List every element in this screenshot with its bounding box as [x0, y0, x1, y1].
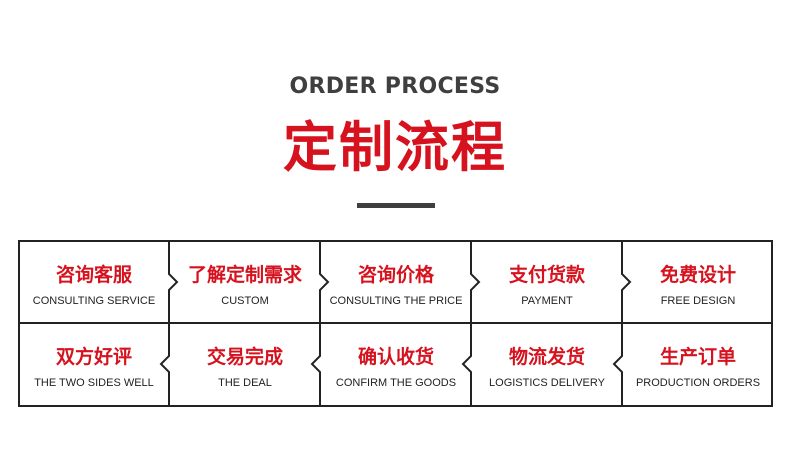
step-3-title: 咨询价格: [357, 264, 434, 286]
step-4-title: 支付货款: [508, 264, 585, 286]
step-9-title: 交易完成: [206, 346, 283, 368]
step-2-title: 了解定制需求: [187, 264, 302, 286]
step-4-subtitle: PAYMENT: [521, 295, 573, 307]
step-3-subtitle: CONSULTING THE PRICE: [329, 295, 463, 307]
step-3-cell: 咨询价格 CONSULTING THE PRICE: [321, 241, 471, 323]
title-divider: [357, 203, 435, 208]
step-2-cell: 了解定制需求 CUSTOM: [170, 241, 320, 323]
step-8-subtitle: CONFIRM THE GOODS: [335, 377, 457, 389]
step-8-title: 确认收货: [357, 346, 434, 368]
step-7-title: 物流发货: [508, 346, 585, 368]
step-6-title: 生产订单: [659, 346, 736, 368]
process-grid: 咨询客服 CONSULTING SERVICE 了解定制需求 CUSTOM 咨询…: [18, 240, 773, 407]
step-7-subtitle: LOGISTICS DELIVERY: [489, 377, 605, 389]
step-5-cell: 免费设计 FREE DESIGN: [623, 241, 773, 323]
step-1-cell: 咨询客服 CONSULTING SERVICE: [19, 241, 169, 323]
step-10-cell: 双方好评 THE TWO SIDES WELL: [19, 323, 169, 405]
grid-lines: [18, 240, 773, 407]
page-title: 定制流程: [283, 116, 507, 179]
step-9-cell: 交易完成 THE DEAL: [170, 323, 320, 405]
step-7-cell: 物流发货 LOGISTICS DELIVERY: [472, 323, 622, 405]
step-2-subtitle: CUSTOM: [221, 295, 269, 307]
step-5-subtitle: FREE DESIGN: [660, 295, 736, 307]
section-subtitle: ORDER PROCESS: [289, 74, 501, 99]
step-10-title: 双方好评: [55, 346, 132, 368]
step-1-title: 咨询客服: [55, 264, 132, 286]
step-8-cell: 确认收货 CONFIRM THE GOODS: [321, 323, 471, 405]
step-6-subtitle: PRODUCTION ORDERS: [635, 377, 761, 389]
step-10-subtitle: THE TWO SIDES WELL: [34, 377, 154, 389]
step-1-subtitle: CONSULTING SERVICE: [32, 295, 156, 307]
step-5-title: 免费设计: [659, 264, 736, 286]
step-9-subtitle: THE DEAL: [218, 377, 272, 389]
step-6-cell: 生产订单 PRODUCTION ORDERS: [623, 323, 773, 405]
step-4-cell: 支付货款 PAYMENT: [472, 241, 622, 323]
